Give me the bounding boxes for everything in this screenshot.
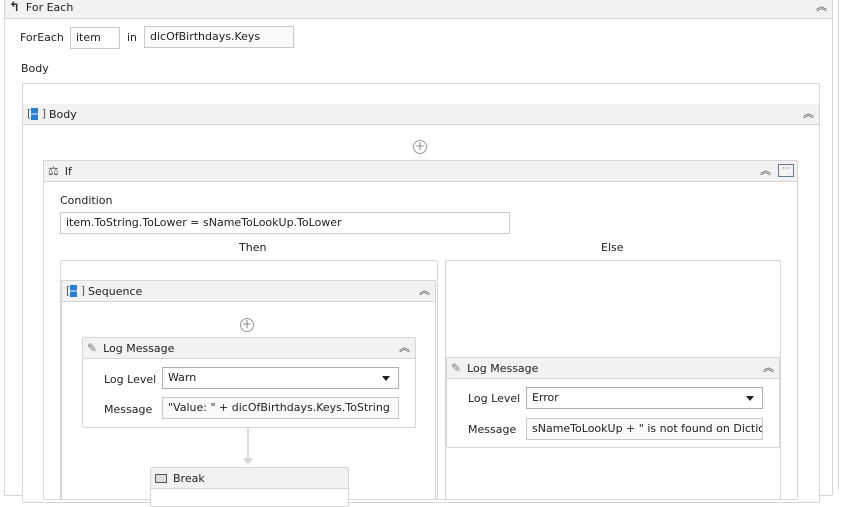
message-label: Message xyxy=(104,403,153,416)
condition-label: Condition xyxy=(60,194,113,207)
sequence-icon: [ ] xyxy=(66,284,86,297)
break-activity[interactable]: Break xyxy=(150,467,349,507)
break-title: Break xyxy=(173,471,205,485)
body-label: Body xyxy=(21,62,49,75)
collapse-icon[interactable]: ︽ xyxy=(399,341,410,354)
log-message-icon: ✎ xyxy=(87,341,98,355)
message-label: Message xyxy=(468,423,517,436)
collapse-icon[interactable]: ︽ xyxy=(803,107,814,120)
add-activity-icon[interactable]: + xyxy=(413,139,427,154)
foreach-title: For Each xyxy=(25,1,74,14)
if-header[interactable]: ⚖ If ︽ ··· xyxy=(44,161,797,182)
break-icon xyxy=(155,473,167,483)
foreach-label: ForEach xyxy=(20,31,64,44)
break-header[interactable]: Break xyxy=(151,468,348,489)
collapse-icon[interactable]: ︽ xyxy=(419,284,430,297)
condition-input[interactable]: item.ToString.ToLower = sNameToLookUp.To… xyxy=(60,212,510,234)
add-activity-icon[interactable]: + xyxy=(240,317,254,332)
sequence-icon: [ ] xyxy=(27,107,47,120)
message-input[interactable]: sNameToLookUp + " is not found on Dictio… xyxy=(526,418,763,440)
then-sequence-header[interactable]: [ ] Sequence ︽ xyxy=(62,281,435,302)
collapse-icon[interactable]: ︽ xyxy=(816,0,827,13)
log-level-select[interactable]: Error xyxy=(526,387,763,409)
body-sequence-header[interactable]: [ ] Body ︽ xyxy=(23,104,819,125)
foreach-icon: ↰ xyxy=(9,0,20,15)
foreach-item-input[interactable]: item xyxy=(70,27,120,49)
if-icon: ⚖ xyxy=(48,164,59,178)
log-level-label: Log Level xyxy=(104,373,157,386)
collapse-icon[interactable]: ︽ xyxy=(760,164,771,177)
message-input[interactable]: "Value: " + dicOfBirthdays.Keys.ToString xyxy=(162,397,399,419)
connector-line xyxy=(247,428,249,460)
log-level-label: Log Level xyxy=(468,392,521,405)
then-log-header[interactable]: ✎ Log Message ︽ xyxy=(83,338,415,359)
log-level-select[interactable]: Warn xyxy=(162,367,399,389)
collapse-icon[interactable]: ︽ xyxy=(763,361,774,374)
connector-arrow xyxy=(243,458,253,465)
else-log-header[interactable]: ✎ Log Message ︽ xyxy=(447,358,779,379)
else-log-title: Log Message xyxy=(467,361,539,375)
log-message-icon: ✎ xyxy=(451,361,462,375)
then-label: Then xyxy=(239,241,267,254)
foreach-header[interactable]: ↰ For Each ︽ xyxy=(5,0,832,19)
annotation-icon[interactable]: ··· xyxy=(778,164,794,177)
then-sequence-title: Sequence xyxy=(88,284,143,298)
foreach-collection-input[interactable]: dicOfBirthdays.Keys xyxy=(144,26,294,48)
scroll-edge xyxy=(838,0,839,489)
in-label: in xyxy=(127,31,138,44)
if-title: If xyxy=(64,164,72,178)
body-sequence-title: Body xyxy=(49,107,77,121)
then-log-title: Log Message xyxy=(103,341,175,355)
else-label: Else xyxy=(601,241,624,254)
